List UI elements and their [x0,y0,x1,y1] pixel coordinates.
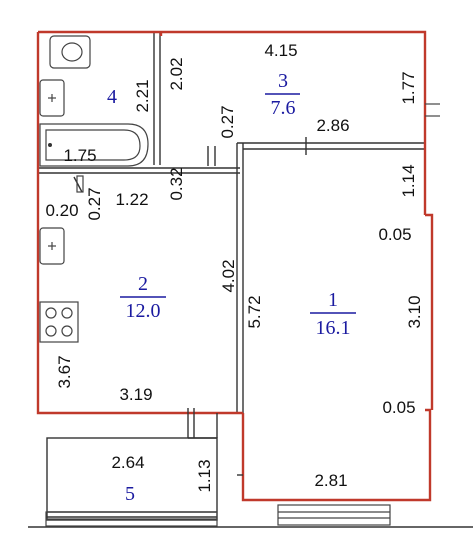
room-number: 4 [107,86,117,108]
dim-label: 0.27 [85,187,104,220]
room-number: 5 [125,483,135,505]
room-label-4: 4 [107,86,117,108]
dim-label: 3.67 [55,355,74,388]
window-icon [45,511,218,527]
dim-label: 0.27 [218,105,237,138]
room-number: 3 [278,70,288,92]
dim-label: 2.64 [111,453,144,472]
dim-label: 1.22 [115,190,148,209]
dim-label: 2.86 [316,116,349,135]
dim-label: 1.75 [63,146,96,165]
toilet-icon [49,35,91,69]
window-icon [277,504,391,526]
outline-right [425,213,434,410]
dim-label: 0.20 [45,201,78,220]
dim-label: 0.05 [382,398,415,417]
sink-icon [39,227,65,265]
room-area: 12.0 [126,300,161,322]
dim-label: 2.81 [314,471,347,490]
outline-left [36,32,243,415]
stove-icon [39,301,79,343]
dim-label: 3.10 [405,295,424,328]
room-number: 1 [328,289,338,311]
room-label-1: 1 16.1 [310,289,356,339]
door-icon [73,137,307,193]
dim-label: 0.05 [378,225,411,244]
dim-label: 2.21 [133,79,152,112]
window-icon [425,103,440,117]
dim-label: 2.02 [167,57,186,90]
dim-label: 1.13 [195,459,214,492]
dim-label: 4.15 [264,41,297,60]
dimension-labels: 4.15 2.21 2.02 1.77 0.27 2.86 1.75 1.14 … [45,41,424,493]
room-area: 7.6 [271,97,296,119]
room-label-2: 2 12.0 [120,273,166,322]
outline-bottom [241,408,432,502]
dim-label: 1.77 [399,71,418,104]
dim-label: 3.19 [119,385,152,404]
bathtub-icon [39,123,149,167]
room-label-5: 5 [125,483,135,505]
dim-label: 1.14 [399,164,418,197]
interior-walls [38,32,425,500]
dim-label: 4.02 [219,259,238,292]
room-area: 16.1 [316,317,351,339]
room-number: 2 [138,273,148,295]
room-label-3: 3 7.6 [265,70,300,119]
apartment-outline [36,30,434,502]
sink-icon [39,79,65,117]
outline-top-right [38,30,427,215]
dim-label: 0.32 [167,167,186,200]
dim-label: 5.72 [245,295,264,328]
